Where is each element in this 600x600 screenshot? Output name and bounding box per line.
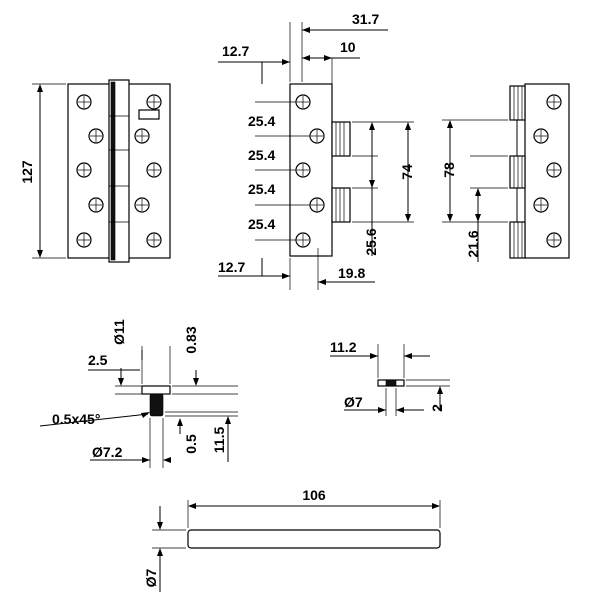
dim-label-dia-11: Ø11 xyxy=(111,319,127,345)
dim-label-11-5: 11.5 xyxy=(211,427,227,454)
brand-label-plate xyxy=(138,109,160,120)
pin-head xyxy=(141,385,171,395)
dim-label-25-6: 25.6 xyxy=(363,228,379,255)
back-knuckle-top xyxy=(509,85,526,121)
dim-label-21-6: 21.6 xyxy=(465,230,481,257)
dim-label-dia-7-rod: Ø7 xyxy=(143,568,159,587)
dim-label-11-2: 11.2 xyxy=(330,339,357,355)
hinge-back-view: 78 21.6 xyxy=(441,83,570,262)
rod-detail: 106 Ø7 xyxy=(143,487,441,592)
dim-label-25-4-a: 25.4 xyxy=(248,113,275,129)
dim-label-106: 106 xyxy=(302,487,326,503)
knuckle-shade xyxy=(110,81,116,261)
dim-label-dia-7-2: Ø7.2 xyxy=(92,444,123,460)
dim-label-0-5: 0.5 xyxy=(183,434,199,454)
dim-label-dia-7-washer: Ø7 xyxy=(344,394,363,410)
washer-detail: 11.2 Ø7 2 xyxy=(330,339,450,416)
back-knuckle-middle xyxy=(509,155,526,189)
dim-label-0-83: 0.83 xyxy=(183,326,199,353)
side-knuckle-upper xyxy=(331,121,351,157)
pin-detail: 2.5 Ø11 0.83 0.5x45° Ø7.2 0.5 11.5 xyxy=(39,319,238,468)
back-knuckle-bottom xyxy=(509,221,526,259)
dim-label-127: 127 xyxy=(19,160,35,184)
dim-label-25-4-c: 25.4 xyxy=(248,181,275,197)
dim-label-25-4-b: 25.4 xyxy=(248,147,275,163)
dim-label-2-5: 2.5 xyxy=(88,352,108,368)
washer-bore xyxy=(385,379,397,387)
rod-body xyxy=(187,529,441,549)
dim-label-74: 74 xyxy=(399,164,415,180)
dim-side-pitches: 25.4 25.4 25.4 25.4 xyxy=(248,101,310,241)
dim-side-top: 31.7 10 12.7 xyxy=(218,11,388,120)
dim-label-chamfer: 0.5x45° xyxy=(52,411,100,427)
hinge-front-view: 127 xyxy=(19,79,171,263)
screw-holes-back xyxy=(533,94,562,248)
back-knuckle-hatching xyxy=(513,86,523,258)
dim-label-12-7-bottom: 12.7 xyxy=(218,259,245,275)
dim-label-12-7-top: 12.7 xyxy=(222,43,249,59)
dim-side-knuckles: 74 25.6 xyxy=(352,121,415,256)
dim-back-knuckles: 78 21.6 xyxy=(441,119,508,262)
dim-label-78: 78 xyxy=(441,162,457,178)
dim-label-2: 2 xyxy=(429,404,445,412)
dim-front-height: 127 xyxy=(19,83,66,259)
dim-label-10: 10 xyxy=(340,39,356,55)
pin-shank xyxy=(149,393,164,417)
dim-side-bottom: 12.7 19.8 xyxy=(218,248,375,290)
dim-label-31-7: 31.7 xyxy=(352,11,379,27)
side-knuckle-hatching xyxy=(335,122,345,222)
screw-holes-front xyxy=(76,94,162,248)
side-knuckle-lower xyxy=(331,187,351,223)
hinge-side-view: 31.7 10 12.7 25.4 25.4 25.4 25.4 xyxy=(218,11,415,290)
dim-label-19-8: 19.8 xyxy=(338,265,365,281)
dim-label-25-4-d: 25.4 xyxy=(248,216,275,232)
knuckle-segments xyxy=(109,115,129,223)
screw-holes-side xyxy=(295,94,325,248)
